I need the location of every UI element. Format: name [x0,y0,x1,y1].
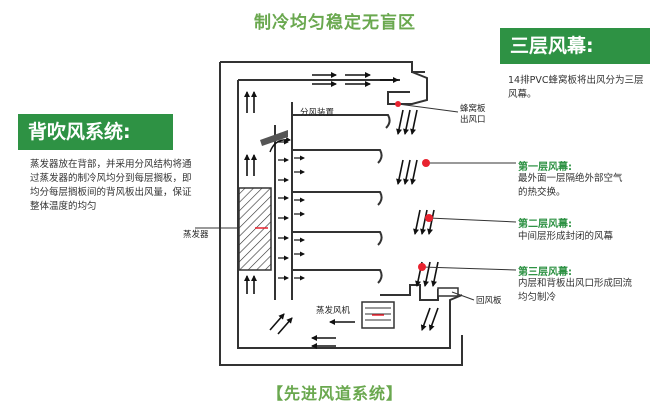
back-blow-description: 蒸发器放在背部，并采用分风结构将通过蒸发器的制冷风均分到每层搁板，即均分每层搁板… [30,159,192,212]
honeycomb-outlet-label: 蜂窝板出风口 [460,104,486,125]
layer-3-title: 第三层风幕: [518,267,572,278]
fan-label: 蒸发风机 [316,306,351,316]
layer-3-description: 内层和背板出风口形成回流均匀制冷 [518,278,633,303]
cabinet-outline [219,61,463,366]
layer-2-description: 中间层形成封闭的风幕 [518,231,614,242]
evaporator-fan [361,301,395,329]
splitter-device [260,130,288,146]
footer-title: 【先进风道系统】 [266,384,403,403]
shelves [292,114,391,284]
splitter-label: 分风装置 [300,108,335,118]
layer-2-title: 第二层风幕: [518,219,572,230]
back-blow-heading-text: 背吹风系统: [28,121,131,143]
layer-1-title: 第一层风幕: [518,162,572,173]
callout-leaders [397,103,517,301]
back-blow-heading: 背吹风系统: [18,114,173,150]
diagram-title: 制冷均匀稳定无盲区 [254,13,416,33]
evaporator-label: 蒸发器 [183,230,209,240]
return-plate-label: 回风板 [476,296,502,306]
curtain-arrows [396,109,439,331]
triple-curtain-heading: 三层风幕: [500,28,650,64]
shelf-inflow-arrows [278,139,305,281]
bottom-left-arrows [269,313,355,349]
triple-curtain-description: 14排PVC蜂窝板将出风分为三层风幕。 [508,75,644,100]
evaporator-block [238,187,272,271]
triple-curtain-heading-text: 三层风幕: [510,35,594,57]
left-up-arrows [244,91,257,294]
layer-1-description: 最外面一层隔绝外部空气的热交换。 [518,173,623,198]
top-flow-arrows [312,72,399,87]
return-plate [437,287,459,297]
red-markers [395,101,433,271]
